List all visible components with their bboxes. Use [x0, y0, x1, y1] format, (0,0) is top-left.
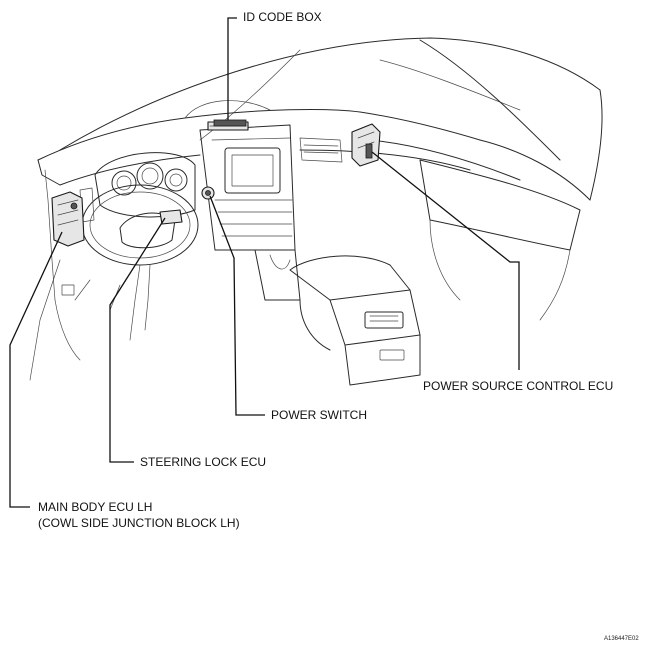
steering-wheel	[81, 184, 199, 341]
power-source-ecu-part	[351, 123, 381, 167]
passenger-dash	[419, 159, 581, 321]
power-switch-part	[201, 186, 215, 200]
label-id-code-box: ID CODE BOX	[243, 10, 322, 24]
id-code-box-part	[213, 119, 247, 127]
label-main-body-ecu-line2: (COWL SIDE JUNCTION BLOCK LH)	[38, 516, 240, 530]
label-power-source-control-ecu: POWER SOURCE CONTROL ECU	[423, 379, 614, 393]
dash-vents	[79, 137, 343, 223]
label-power-switch: POWER SWITCH	[271, 408, 367, 422]
leader-steering-lock-ecu	[109, 217, 166, 463]
leader-id-code-box	[227, 17, 237, 120]
floor-outline	[29, 259, 121, 381]
leader-power-switch	[209, 195, 265, 416]
dashboard	[37, 100, 591, 361]
windshield-outline	[59, 37, 603, 201]
instrument-cluster	[94, 152, 196, 218]
leader-lines	[9, 17, 520, 508]
label-main-body-ecu-line1: MAIN BODY ECU LH	[38, 500, 153, 514]
main-body-ecu-part	[51, 191, 85, 247]
leader-main-body-ecu	[9, 231, 63, 508]
label-steering-lock-ecu: STEERING LOCK ECU	[140, 455, 267, 469]
figure-code: A136447E02	[604, 636, 639, 642]
center-console	[289, 255, 421, 386]
steering-lock-ecu-part	[159, 209, 183, 225]
leader-power-source-ecu	[371, 151, 520, 370]
center-stack	[199, 121, 301, 301]
